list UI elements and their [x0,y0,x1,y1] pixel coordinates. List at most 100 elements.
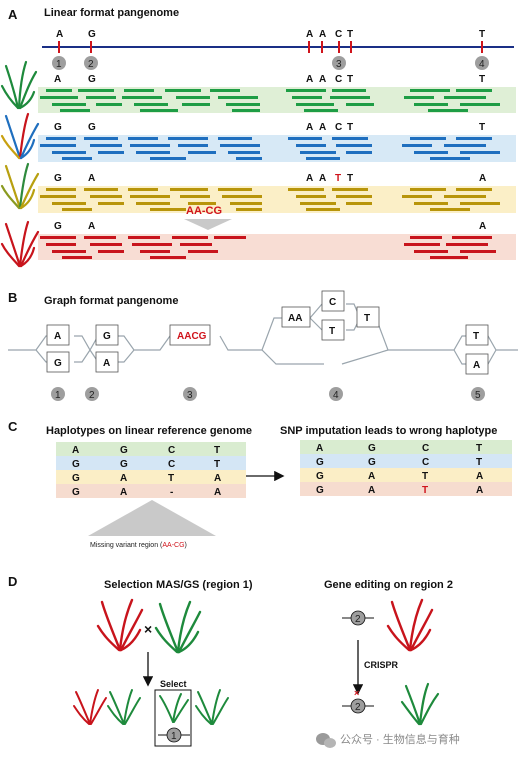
yellow-bases: G A A A T T A [54,173,486,184]
cut-mark: × [354,688,359,698]
node-label-variant: AACG [177,331,207,342]
node-label: T [329,326,335,337]
selected-box [154,689,192,747]
plant-icon-red [0,220,40,268]
panel-c-title-right: SNP imputation leads to wrong haplotype [280,425,497,437]
cell: C [422,443,429,454]
cell: A [368,485,375,496]
base: A [479,221,486,232]
yellow-reads [40,188,500,211]
plant-icon-selected [159,693,189,723]
cell: G [368,457,376,468]
base: T [347,74,353,85]
base: A [88,173,95,184]
node-box [465,353,489,375]
node-box [321,290,345,312]
base: C [335,122,342,133]
base: A [306,173,313,184]
ref-base: A [56,29,63,40]
base: A [479,173,486,184]
cell: G [316,471,324,482]
plant-icon-yellow [0,162,40,210]
graph-nodes [46,290,489,375]
node-label: A [103,358,110,369]
node-box [465,324,489,346]
node-label: T [473,331,479,342]
cell: C [422,457,429,468]
ref-base: A [306,29,313,40]
panel-d-letter: D [8,574,17,589]
cross-symbol: × [144,621,152,637]
node-label: G [54,358,62,369]
missing-variant-label: AA-CG [186,205,222,217]
blue-reads [40,137,500,160]
region-number: 5 [475,390,481,401]
node-label: A [473,360,480,371]
node-box [46,324,70,346]
cell: G [120,459,128,470]
region-number: 1 [171,731,177,742]
cell: T [422,471,428,482]
plant-icon-offspring-green [107,689,141,725]
region-number: 1 [55,390,61,401]
region-number: 3 [336,59,342,70]
base: G [54,173,62,184]
region-marker-selected [166,727,182,743]
green-reads [40,89,500,112]
cell: A [214,473,221,484]
blue-bases: G G A A C T T [54,122,485,133]
missing-region-triangle [88,500,216,536]
plant-icon-green [0,60,38,110]
ref-base: A [319,29,326,40]
cell: T [168,473,174,484]
panel-d-title-right: Gene editing on region 2 [324,579,453,591]
cell: G [316,457,324,468]
node-box [95,351,119,373]
cell: G [120,445,128,456]
region-marker-edit [350,610,366,626]
base: T [479,74,485,85]
reference-snp-ticks [58,41,483,53]
node-box [356,306,380,328]
cell: G [72,473,80,484]
ref-base: T [347,29,353,40]
region-number: 2 [89,390,95,401]
cell: A [214,487,221,498]
plant-icon-edit-green [400,682,440,726]
cell: - [170,487,173,498]
base: C [335,74,342,85]
base: A [319,173,326,184]
region-number: 3 [187,390,193,401]
red-bases: G A A [54,221,486,232]
base: A [319,122,326,133]
region-markers-a: 1 2 3 4 [52,56,489,70]
base: T [347,122,353,133]
cell: G [72,487,80,498]
reference-bases: A G A A C T T [56,29,485,40]
base: A [54,74,61,85]
cell: A [476,471,483,482]
missing-region-label: Missing variant region (AA-CG) [90,542,187,549]
cell: A [316,443,323,454]
base: A [88,221,95,232]
node-label: G [103,331,111,342]
cell: T [214,445,220,456]
region-number: 4 [479,59,485,70]
base: T [347,173,353,184]
node-box [321,319,345,341]
node-label: A [54,331,61,342]
panel-a-letter: A [8,7,18,22]
cell-wrong: T [422,485,428,496]
region-number: 2 [355,614,361,625]
region-markers-b: 1 2 3 4 5 [51,387,485,401]
base: G [88,122,96,133]
cell: G [368,443,376,454]
panel-a-title: Linear format pangenome [44,7,179,19]
wechat-icon [316,733,336,748]
plant-icon-blue [0,112,40,160]
select-label: Select [160,679,187,689]
cell: A [368,471,375,482]
cell: T [476,443,482,454]
crispr-label: CRISPR [364,660,399,670]
